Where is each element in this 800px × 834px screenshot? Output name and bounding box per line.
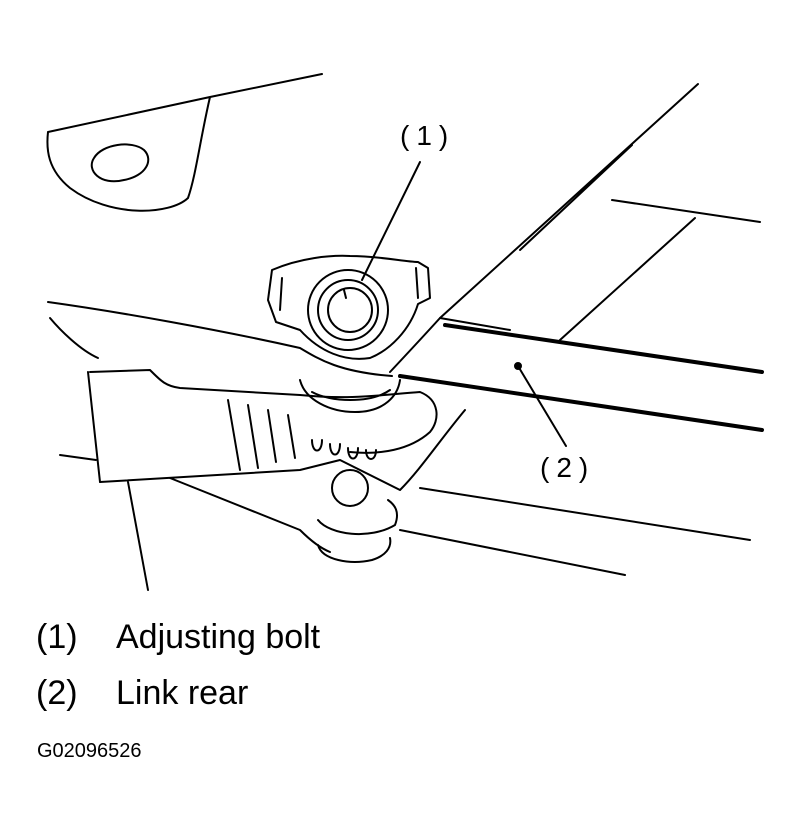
lower-bottom-nut [318,538,390,562]
lower-nut-edge [312,390,390,400]
arm-slot-4 [366,450,376,459]
arm-left-curve [50,318,98,358]
figure-id: G02096526 [37,740,142,762]
arm-rib-3 [268,410,276,462]
adjusting-bolt-outer-ring [308,270,388,350]
lower-bracket [318,500,397,534]
arm-rib-4 [288,415,295,458]
cam-washer-tab-left [280,278,282,310]
arm-outline-far-left [60,455,96,460]
callout-1-label: (1) [400,120,456,151]
legend-item-link-rear: (2) Link rear [36,674,248,713]
frame-line-low [400,530,625,575]
legend-number: (2) [36,674,78,712]
frame-line-mid [420,488,750,540]
adjusting-bolt-mark [344,290,346,298]
adjusting-bolt-leader [362,162,420,280]
link-rear-lower-edge [400,376,762,430]
lower-left-plate [170,478,330,552]
lower-left-frame [128,482,148,590]
arm-lower-edge [100,410,465,490]
frame-line-vertical [560,218,695,340]
arm-rib-2 [248,405,258,468]
frame-line-top [612,200,760,222]
legend-text: Link rear [116,674,249,712]
arm-rib-1 [228,400,240,470]
arm-slot-2 [330,444,340,455]
link-rear-upper-edge [445,325,762,372]
arm-upper-edge [48,302,392,376]
arm-left-side [88,372,100,482]
adjusting-bolt-head [318,280,378,340]
arm-slot-3 [348,448,358,459]
cam-washer-tab-right [416,268,418,298]
link-rear-leader [518,366,566,446]
upper-bracket-outline [47,74,322,211]
legend-item-adjusting-bolt: (1) Adjusting bolt [36,618,320,657]
legend-number: (1) [36,618,78,656]
legend-text: Adjusting bolt [116,618,321,656]
diagonal-member-lower-edge [440,318,510,330]
lower-bolt-hole [332,470,368,506]
bracket-hole [92,144,149,181]
arm-slot-1 [312,440,322,451]
arm-body-outline [90,370,437,453]
cam-washer [268,256,430,359]
callout-2-label: (2) [540,452,596,483]
adjusting-bolt-center [328,288,372,332]
suspension-link-drawing [0,0,800,600]
